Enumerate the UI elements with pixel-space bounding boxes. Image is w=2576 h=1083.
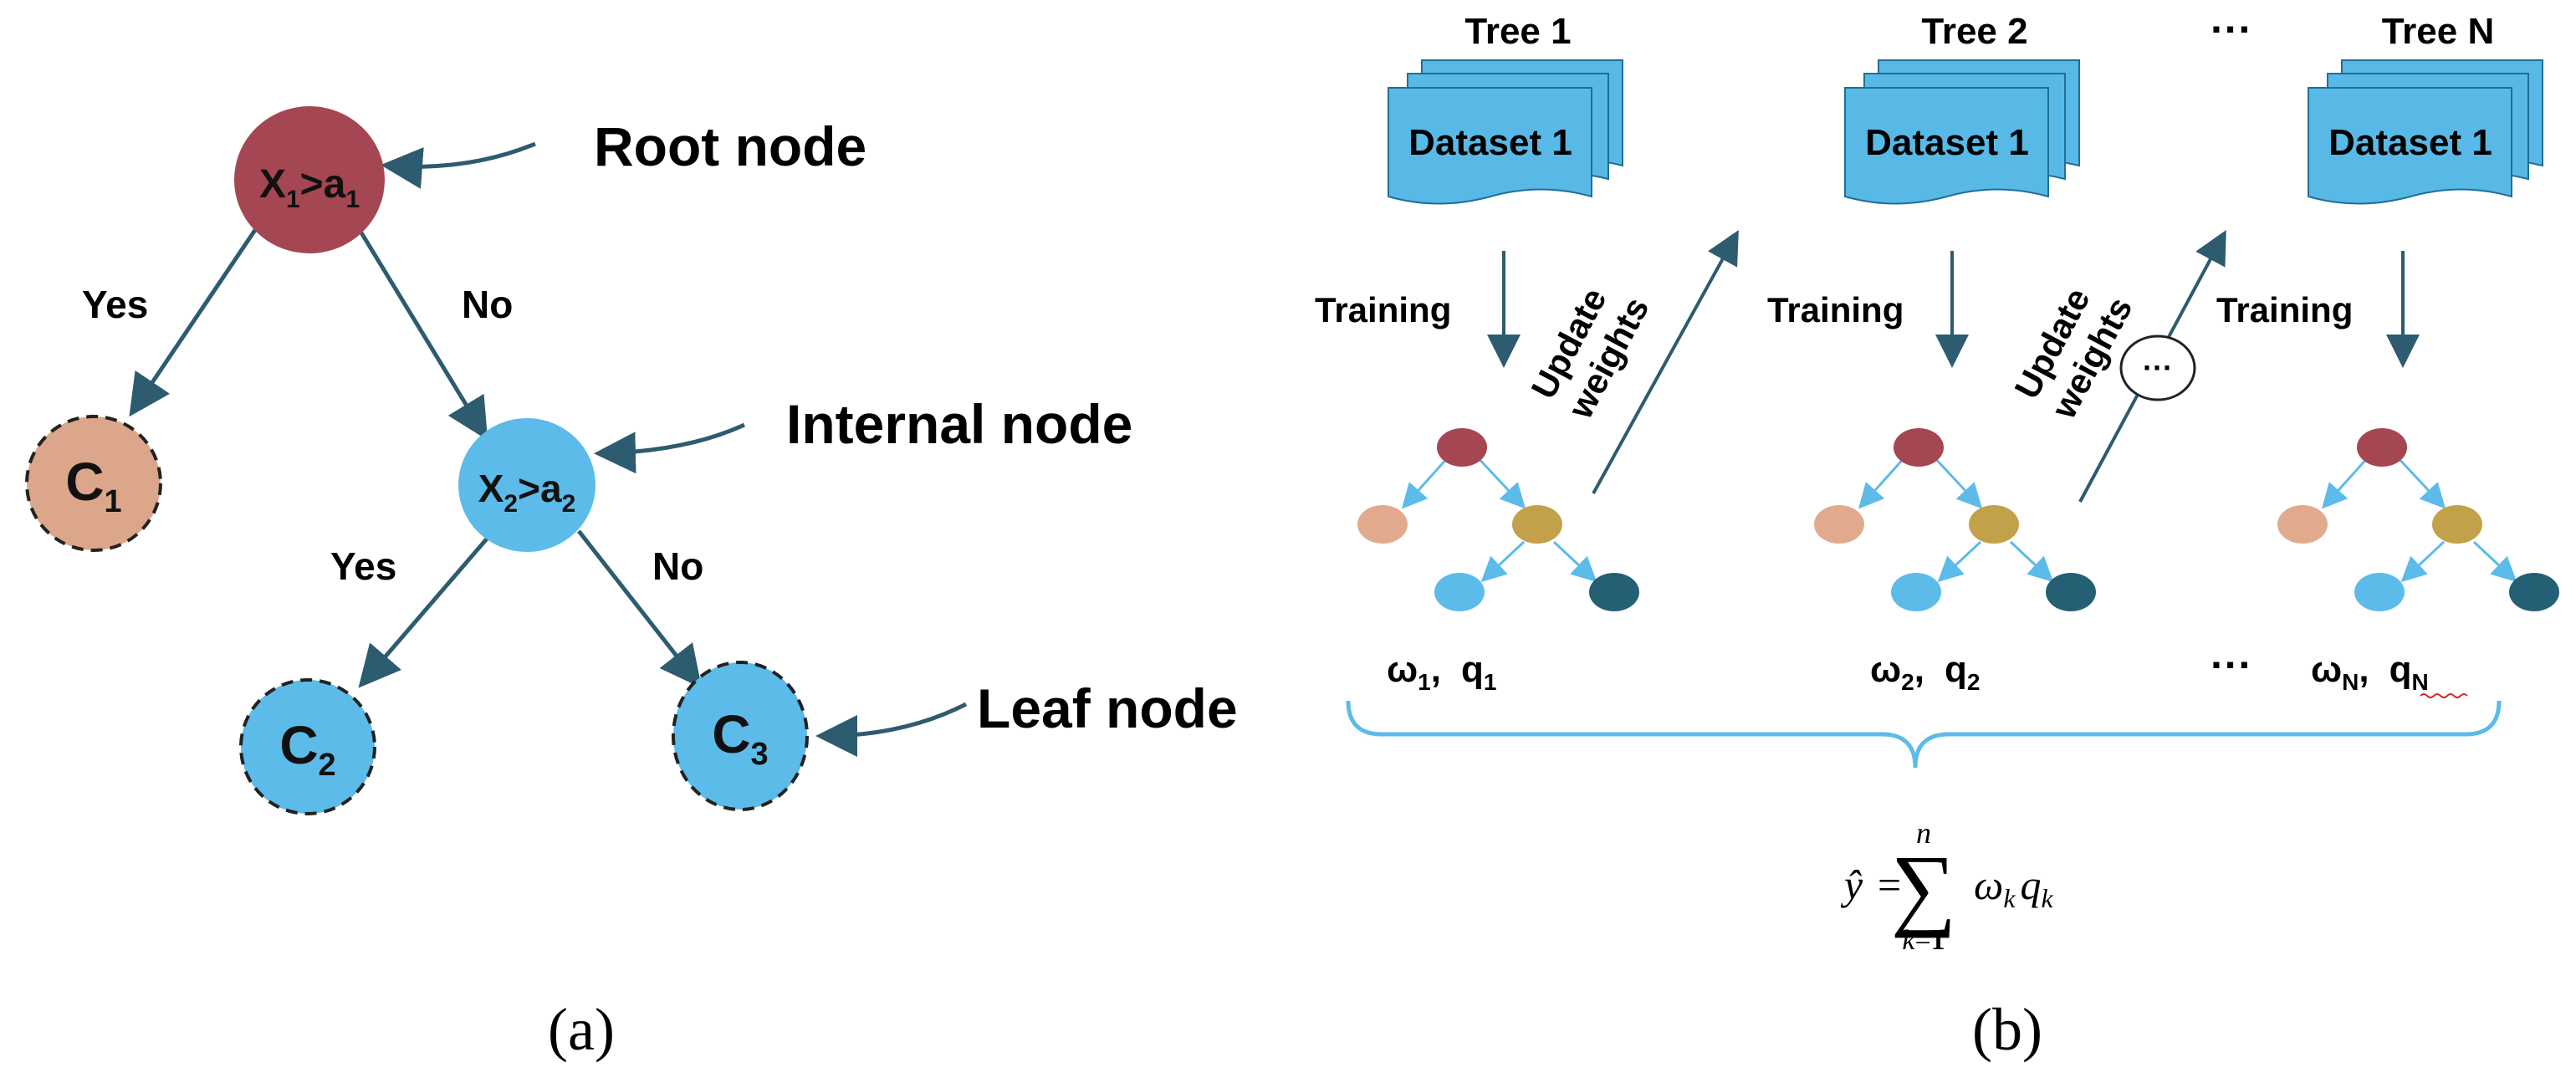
weight-label: ω2,q2	[1870, 649, 1980, 695]
mini-tree	[1814, 428, 2096, 611]
leaf-node-c1-shape	[25, 415, 162, 552]
annotation-arrow-internal	[594, 422, 746, 474]
mini-leaf-teal	[2509, 573, 2559, 611]
ellipsis-top: ···	[2211, 6, 2252, 53]
update-weights-label-1: Update weights	[1523, 271, 1657, 425]
root-node: X1>a1	[234, 106, 385, 253]
tree-column-2: Tree 2 Dataset 1 Training ω2	[1767, 11, 2096, 695]
tree-title: Tree N	[2382, 11, 2495, 52]
caption-a: (a)	[548, 996, 615, 1063]
dataset-stack: Dataset 1	[2308, 59, 2543, 205]
edge-label-internal-no: No	[652, 544, 703, 588]
leaf-node-c1: C1	[25, 415, 162, 552]
dataset-label: Dataset 1	[1865, 122, 2029, 163]
panel-a: X1>a1 X2>a2 C1 C2 C3	[25, 106, 1238, 1063]
formula-upper-limit: n	[1916, 816, 1931, 850]
internal-node: X2>a2	[458, 418, 595, 552]
root-node-shape	[234, 106, 385, 253]
edge-root-no	[357, 228, 488, 441]
summation-brace	[1346, 700, 2502, 769]
ellipsis-circle-label: ···	[2143, 350, 2173, 385]
annotation-leaf-node: Leaf node	[977, 677, 1238, 739]
tree-title: Tree 1	[1464, 11, 1571, 52]
mini-internal-node	[2432, 505, 2482, 544]
caption-b: (b)	[1972, 996, 2042, 1063]
leaf-node-c2-shape	[239, 678, 376, 815]
leaf-node-c2: C2	[239, 678, 376, 815]
dataset-stack: Dataset 1	[1844, 59, 2080, 205]
mini-leaf-teal	[1589, 573, 1639, 611]
root-node-label: X1>a1	[259, 162, 360, 213]
edge-label-root-yes: Yes	[82, 283, 148, 326]
mini-leaf-blue	[1891, 573, 1941, 611]
edge-label-internal-yes: Yes	[330, 544, 396, 588]
mini-root-node	[1894, 428, 1944, 467]
mini-leaf-peach	[1357, 505, 1408, 544]
dataset-label: Dataset 1	[1408, 122, 1572, 163]
mini-root-node	[2357, 428, 2407, 467]
training-label: Training	[2216, 290, 2353, 329]
edge-label-root-no: No	[462, 283, 513, 326]
leaf-node-c1-label: C1	[65, 452, 121, 519]
dataset-stack: Dataset 1	[1388, 59, 1623, 205]
tree-title: Tree 2	[1921, 11, 2027, 52]
mini-leaf-teal	[2046, 573, 2096, 611]
leaf-node-c3-label: C3	[712, 704, 768, 772]
dataset-label: Dataset 1	[2328, 122, 2492, 163]
training-label: Training	[1315, 290, 1451, 329]
update-weights-label-2: Update weights	[2006, 271, 2140, 425]
annotation-internal-node: Internal node	[786, 393, 1132, 455]
weight-label: ωN,qN	[2311, 649, 2429, 695]
update-arrow-1	[1592, 229, 1739, 494]
panel-b: Tree 1 Dataset 1 Training ω1	[1315, 6, 2559, 1063]
leaf-node-c3-shape	[672, 661, 809, 811]
edge-internal-yes	[358, 529, 495, 688]
mini-leaf-peach	[1814, 505, 1864, 544]
tree-column-n: Tree N Dataset 1 Training ωN	[2216, 11, 2559, 698]
mini-tree	[1357, 428, 1639, 611]
mini-internal-node	[1969, 505, 2019, 544]
internal-node-label: X2>a2	[478, 467, 576, 518]
internal-node-shape	[458, 418, 595, 552]
annotation-arrow-root	[381, 141, 536, 189]
mini-internal-node	[1512, 505, 1562, 544]
mini-leaf-blue	[2354, 573, 2405, 611]
ellipsis-circle: ···	[2119, 335, 2196, 401]
ellipsis-bottom: ···	[2211, 641, 2252, 688]
leaf-node-c3: C3	[672, 661, 809, 811]
formula-sum: ∑	[1891, 836, 1956, 938]
leaf-node-c2-label: C2	[279, 715, 335, 783]
formula-equals: =	[1878, 861, 1901, 908]
annotation-arrow-leaf	[815, 702, 968, 757]
tree-column-1: Tree 1 Dataset 1 Training ω1	[1315, 11, 1639, 695]
formula-lower-limit: k=1	[1902, 925, 1945, 956]
mini-leaf-blue	[1434, 573, 1485, 611]
edge-root-yes	[129, 228, 258, 417]
mini-root-node	[1437, 428, 1487, 467]
training-label: Training	[1767, 290, 1904, 329]
annotation-root-node: Root node	[594, 115, 866, 177]
weight-label: ω1,q1	[1387, 649, 1496, 695]
mini-tree	[2277, 428, 2559, 611]
edge-internal-no	[577, 529, 703, 688]
mini-leaf-peach	[2277, 505, 2328, 544]
spellcheck-squiggle	[2420, 693, 2468, 698]
formula-lhs: ŷ	[1840, 861, 1863, 908]
